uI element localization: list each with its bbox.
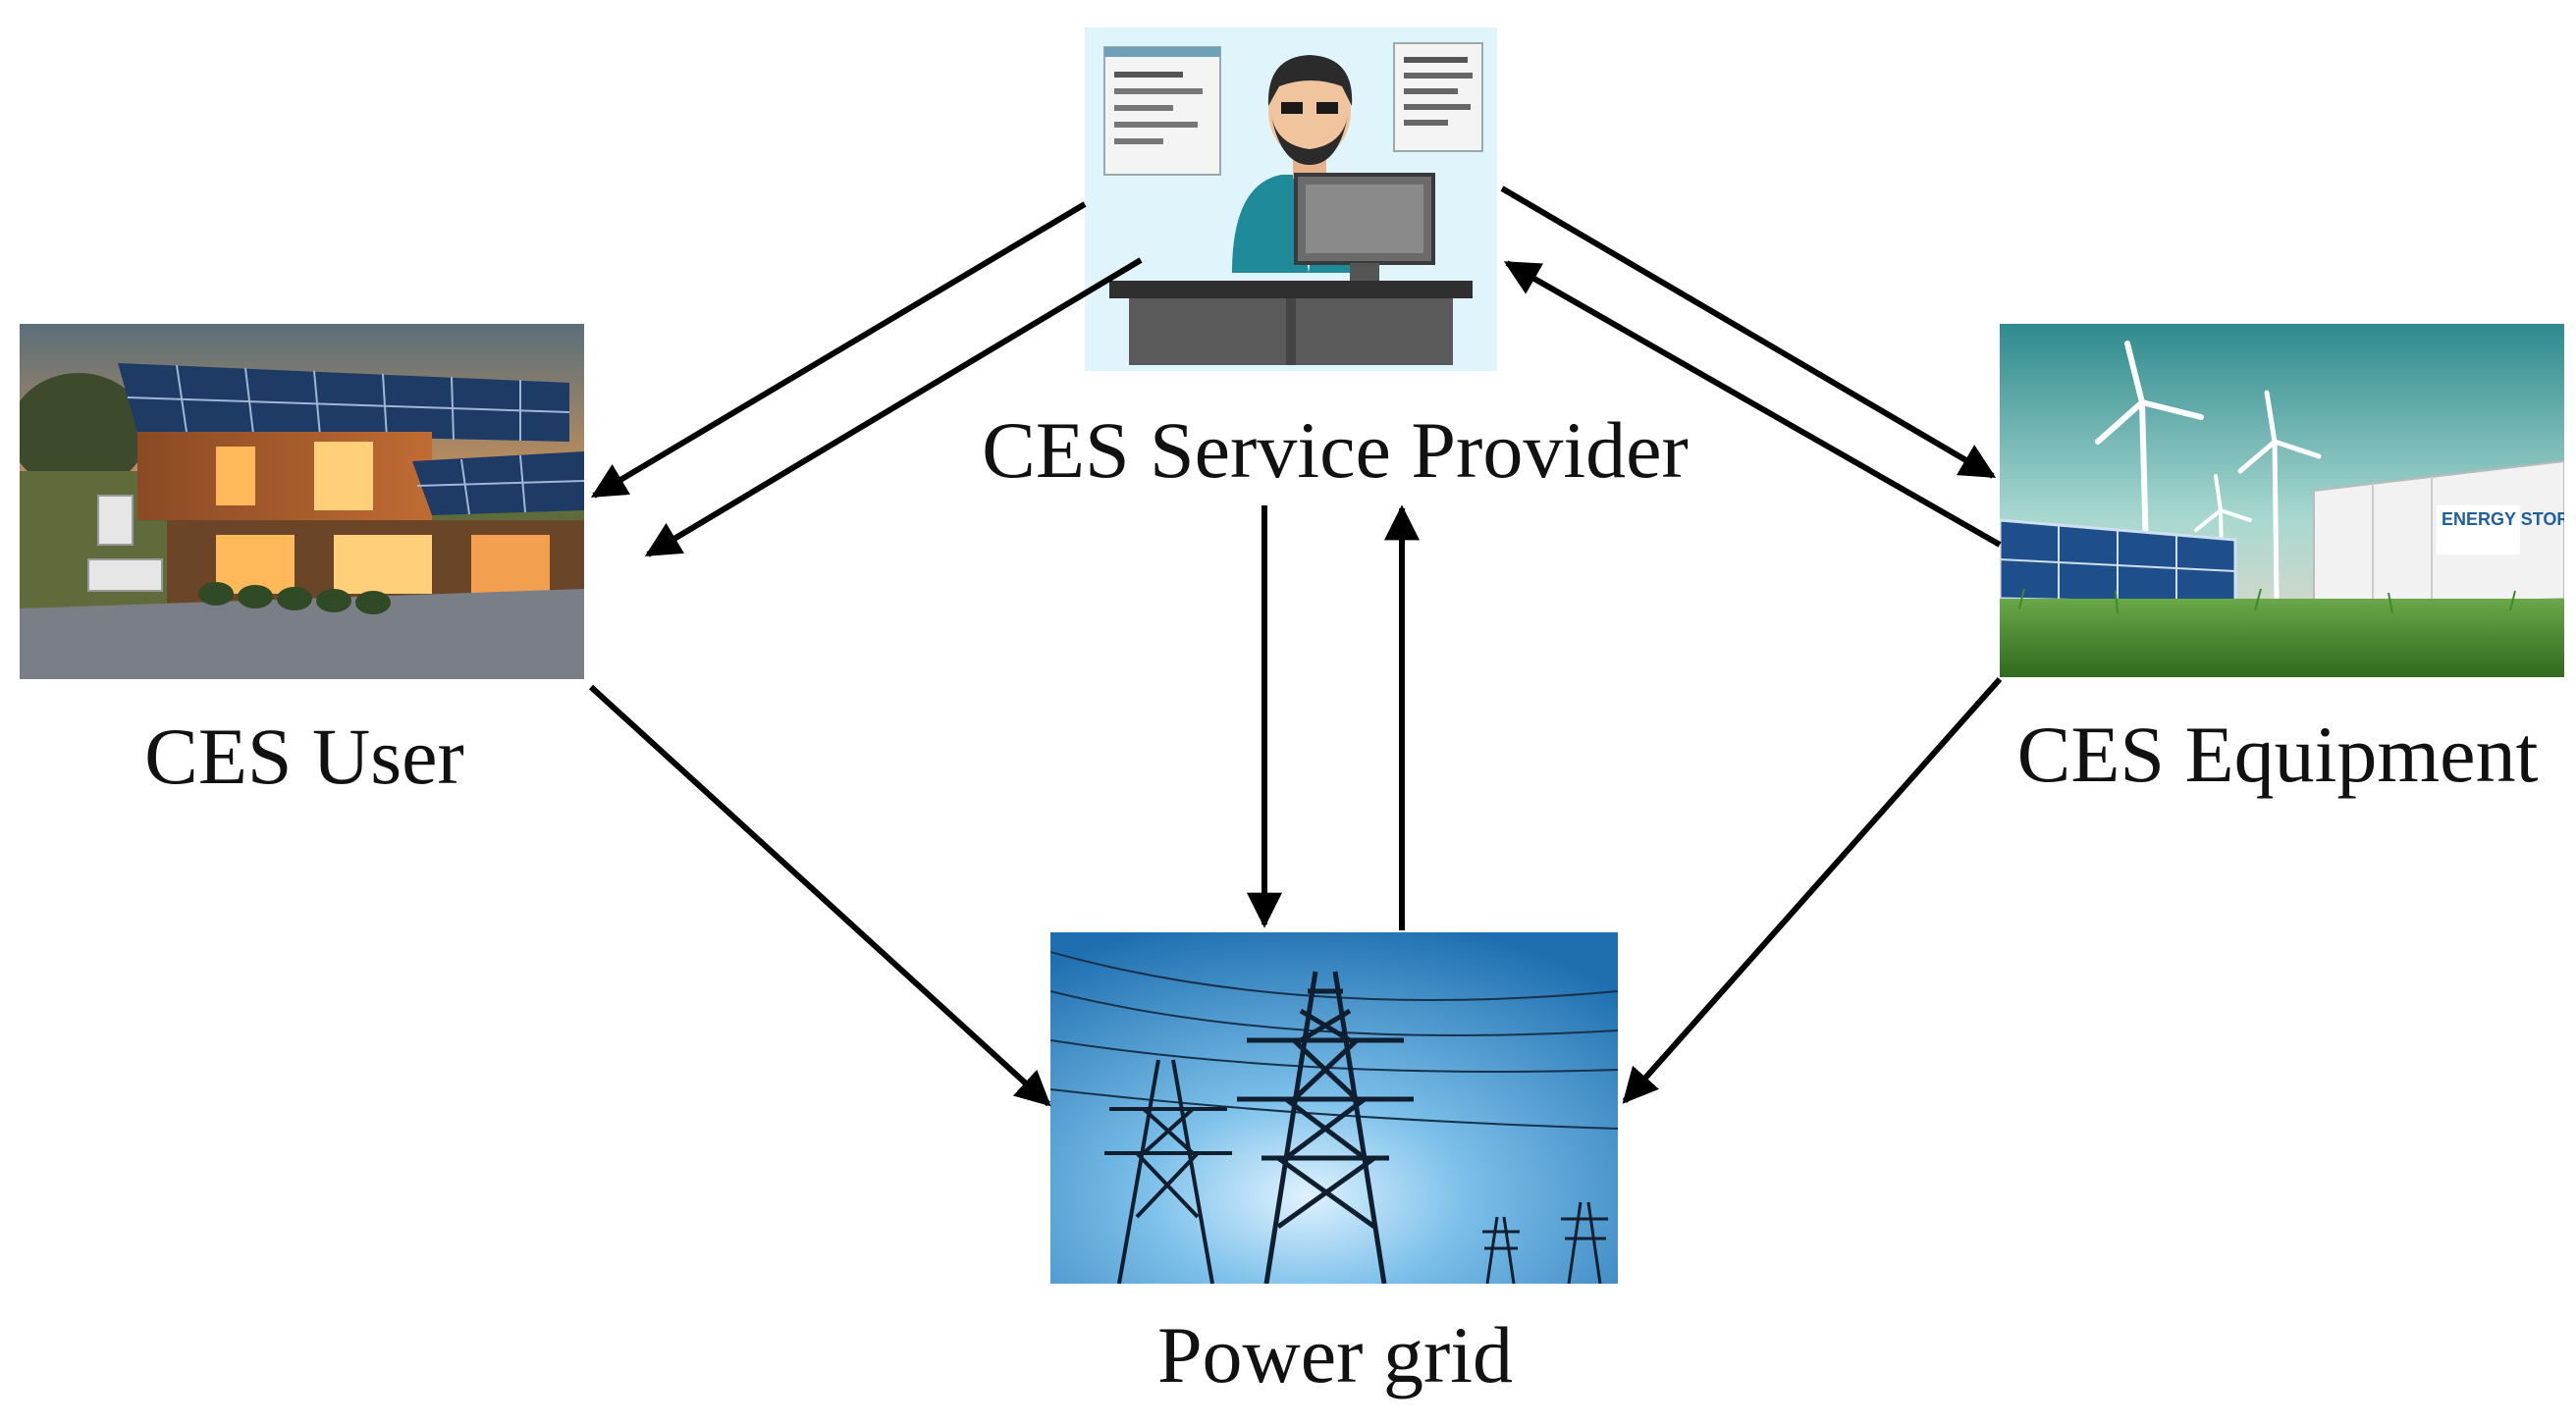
document-icon — [1393, 42, 1483, 152]
arrow-equipment-to-provider — [1503, 260, 2002, 548]
power-grid-photo — [1050, 932, 1618, 1284]
transmission-tower-icon — [1104, 1059, 1232, 1284]
arrow-user-to-grid — [588, 684, 1051, 1107]
energy-equipment-photo: ENERGY STORAGE — [2000, 324, 2564, 677]
transmission-tower-icon — [1482, 1201, 1608, 1284]
energy-storage-sign: ENERGY STORAGE — [2442, 509, 2564, 529]
monitor-icon — [1294, 173, 1435, 285]
document-icon — [1103, 46, 1221, 176]
ces-equipment-label: CES Equipment — [2016, 710, 2539, 799]
power-grid-label: Power grid — [1156, 1310, 1514, 1399]
service-provider-illustration — [1085, 27, 1497, 371]
service-provider-label: CES Service Provider — [982, 405, 1689, 495]
wind-turbine-icon — [2237, 390, 2322, 602]
ces-user-label: CES User — [144, 712, 464, 801]
energy-storage-container: ENERGY STORAGE — [2313, 459, 2564, 610]
solar-house-photo — [20, 324, 584, 679]
arrow-equipment-to-grid — [1622, 677, 2003, 1104]
transmission-tower-icon — [1237, 971, 1414, 1284]
